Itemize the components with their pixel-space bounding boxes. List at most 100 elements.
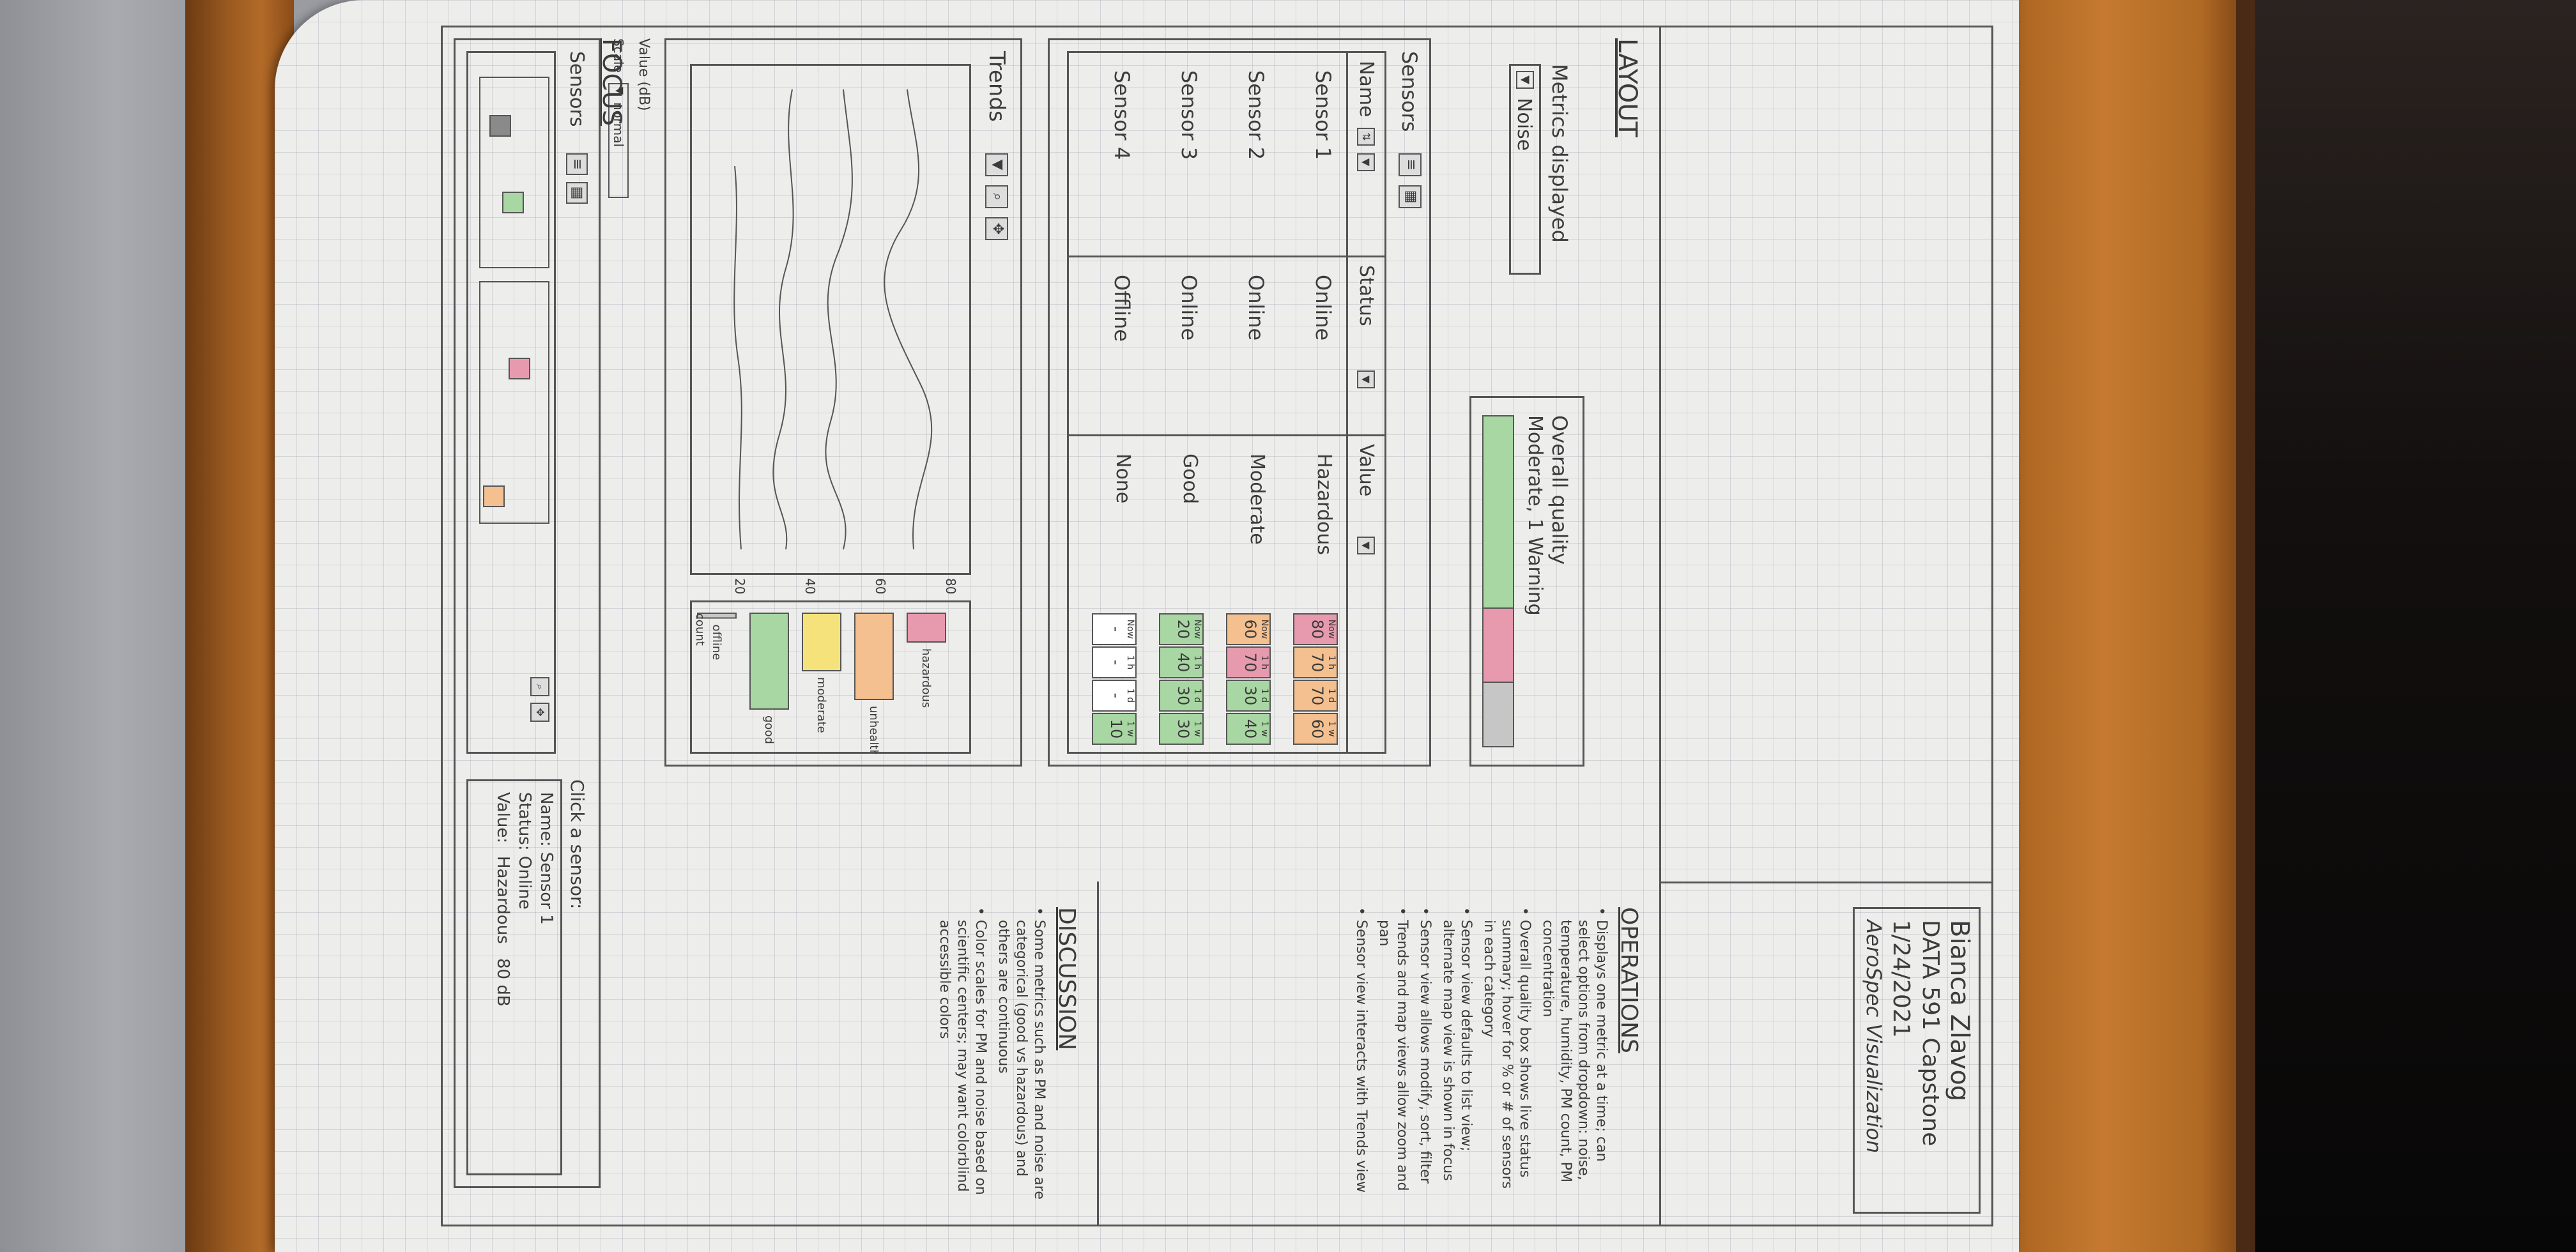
history-value: 40 — [1174, 652, 1192, 673]
list-view-icon[interactable]: ≡ — [1399, 153, 1422, 176]
history-label: 1 d — [1125, 688, 1135, 703]
status-bar-unhealthy[interactable] — [854, 613, 894, 700]
map-view-icon[interactable]: ▦ — [1399, 185, 1422, 208]
status-bar-chart: hazardousunhealthymoderategoodofflinecou… — [693, 613, 946, 754]
bullet-item: • Trends and map views allow zoom and pa… — [1376, 907, 1410, 1191]
sensor-value: Good — [1179, 454, 1201, 504]
operations-discussion-divider — [1097, 882, 1099, 1226]
history-cell: 1 h- — [1092, 646, 1137, 678]
trend-line-3 — [772, 89, 794, 550]
history-value: 60 — [1308, 719, 1326, 739]
bullet-item: • Overall quality box shows live status … — [1481, 907, 1533, 1189]
pan-icon[interactable]: ✥ — [985, 217, 1008, 240]
col-header-status[interactable]: Status — [1355, 265, 1377, 326]
history-value: 80 — [1308, 619, 1326, 639]
sensor-marker[interactable] — [483, 485, 505, 507]
sensor-status: Online — [1311, 275, 1335, 341]
filter-status-icon[interactable]: ▼ — [1357, 370, 1375, 388]
wall-background — [0, 0, 192, 1252]
history-value: 70 — [1308, 685, 1326, 706]
focus-zoom-icon[interactable]: ⌕ — [530, 677, 549, 696]
metrics-value: Noise — [1513, 98, 1535, 151]
discussion-list: • Some metrics such as PM and noise are … — [930, 907, 1048, 1201]
history-value: - — [1107, 659, 1125, 666]
quality-title: Overall quality — [1547, 415, 1572, 565]
dark-background — [2236, 0, 2576, 1252]
focus-list-icon[interactable]: ≡ — [566, 153, 588, 175]
history-label: 1 h — [1192, 655, 1202, 670]
filter-value-icon[interactable]: ▼ — [1357, 537, 1375, 554]
focus-map-icon[interactable]: ▦ — [566, 182, 588, 204]
quality-warning-segment — [1483, 607, 1513, 682]
history-label: 1 w — [1125, 721, 1135, 737]
author-name: Bianca Zlavog — [1945, 920, 1974, 1102]
history-value: 20 — [1174, 619, 1192, 639]
operations-title: OPERATIONS — [1616, 907, 1642, 1053]
table-header-divider — [1346, 51, 1348, 754]
sensor-marker[interactable] — [509, 358, 530, 379]
quality-status: Moderate, 1 Warning — [1524, 415, 1546, 616]
history-value: 30 — [1174, 719, 1192, 739]
bullet-item: • Color scales for PM and noise based on… — [937, 907, 988, 1195]
history-label: 1 w — [1192, 721, 1202, 737]
history-value: 60 — [1241, 619, 1259, 639]
history-label: 1 h — [1125, 655, 1135, 670]
status-bar-hazardous[interactable] — [907, 613, 946, 643]
status-bar-offline[interactable] — [697, 613, 737, 619]
filter-icon[interactable]: ▼ — [985, 153, 1008, 176]
grid-paper-sheet: Bianca Zlavog DATA 591 Capstone 1/24/202… — [275, 0, 2019, 1252]
sensor-marker[interactable] — [489, 115, 511, 137]
trend-line-1 — [884, 89, 933, 550]
sensor-status: Online — [1177, 275, 1201, 341]
sensor-value: Hazardous — [1313, 454, 1335, 555]
status-bar-label: moderate — [815, 677, 828, 733]
click-prompt: Click a sensor: — [567, 779, 588, 910]
course-title: DATA 591 Capstone — [1917, 920, 1943, 1147]
sort-icon[interactable]: ⇅ — [1357, 128, 1375, 146]
trend-tick-label: 60 — [873, 578, 888, 595]
quality-good-segment — [1483, 416, 1513, 608]
layout-title: LAYOUT — [1613, 38, 1642, 137]
trend-tick-label: 20 — [732, 578, 747, 595]
filter-name-icon[interactable]: ▼ — [1357, 153, 1375, 171]
history-label: 1 w — [1259, 721, 1269, 737]
zoom-icon[interactable]: ⌕ — [985, 185, 1008, 208]
quality-offline-segment — [1483, 681, 1513, 746]
metrics-dropdown[interactable]: ▼ Noise — [1509, 64, 1541, 275]
history-value: 70 — [1308, 652, 1326, 673]
history-label: Now — [1326, 619, 1337, 639]
history-label: 1 h — [1259, 655, 1269, 670]
history-label: 1 d — [1192, 688, 1202, 703]
history-label: 1 w — [1326, 721, 1337, 737]
history-cell: Now- — [1092, 613, 1137, 645]
trend-lines — [733, 89, 933, 550]
operations-list: • Displays one metric at a time; can sel… — [1347, 907, 1610, 1201]
history-cell: 1 d- — [1092, 680, 1137, 712]
status-bar-label: unhealthy — [867, 706, 880, 754]
bullet-item: • Sensor view defaults to list view; alt… — [1440, 907, 1474, 1181]
wooden-desk-right — [2006, 0, 2249, 1252]
status-bar-moderate[interactable] — [802, 613, 841, 671]
vertical-divider — [1661, 882, 1993, 883]
focus-title: FOCUS — [597, 38, 626, 126]
sensor-name: Sensor 4 — [1110, 70, 1134, 160]
col-header-value[interactable]: Value — [1355, 444, 1377, 497]
sensor-marker[interactable] — [502, 192, 524, 213]
sensor-status: Offline — [1110, 275, 1134, 342]
quality-bar — [1482, 415, 1514, 747]
sensor-value: Moderate — [1246, 454, 1268, 545]
col-header-name[interactable]: Name — [1355, 61, 1377, 118]
status-bar-label: good — [762, 715, 776, 744]
status-bar-good[interactable] — [749, 613, 789, 710]
detail-value: Hazardous — [493, 856, 512, 944]
bullet-item: • Displays one metric at a time; can sel… — [1540, 907, 1609, 1182]
history-label: 1 d — [1326, 688, 1337, 703]
focus-pan-icon[interactable]: ✥ — [530, 703, 549, 722]
status-bar-label: offline — [710, 625, 723, 660]
trends-ylabel: Value (dB) — [636, 38, 652, 111]
